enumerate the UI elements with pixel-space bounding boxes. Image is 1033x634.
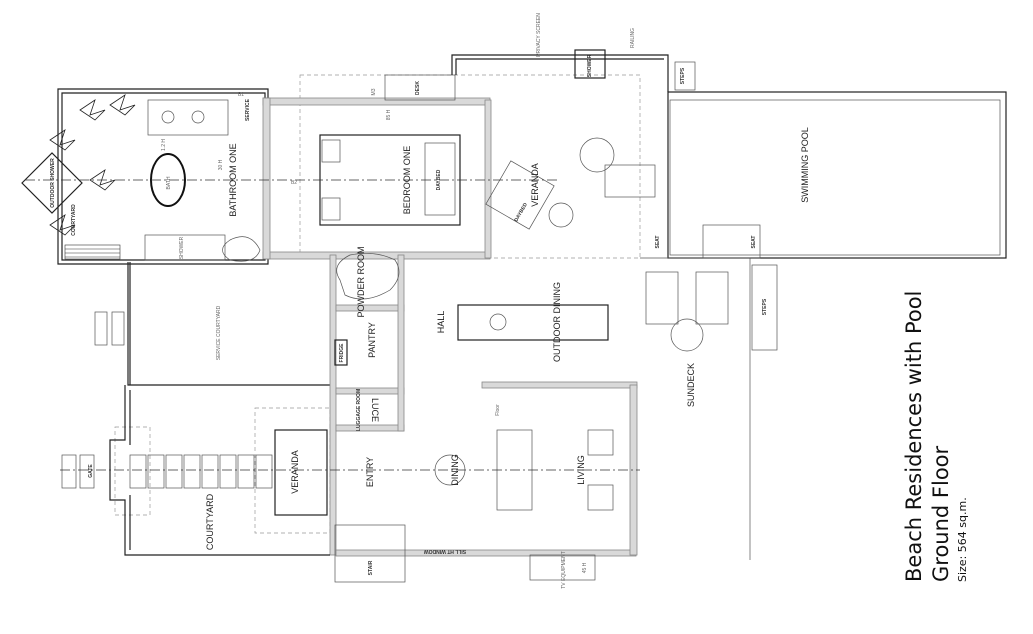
- label-sill-window: SILL HT WINDOW: [424, 548, 466, 554]
- tag-85h: 85 H: [386, 109, 392, 120]
- label-swimming-pool: SWIMMING POOL: [800, 127, 810, 203]
- label-hall: HALL: [436, 311, 446, 334]
- label-service: SERVICE: [245, 98, 251, 121]
- label-seat-1: SEAT: [655, 236, 661, 249]
- outdoor-dining-table: [457, 304, 609, 341]
- bathroom-wing: [21, 88, 269, 265]
- swimming-pool: [667, 91, 1007, 259]
- tv-equipment: [529, 554, 596, 581]
- sundeck-area: [640, 257, 778, 560]
- tag-45h: 45 H: [582, 562, 588, 573]
- umbrella: [579, 137, 615, 173]
- label-railing: RAILING: [630, 28, 636, 48]
- label-stair: STAIR: [368, 560, 374, 575]
- outdoor-shower-stall: [574, 49, 606, 79]
- label-desk: DESK: [415, 81, 421, 95]
- plan-title: Beach Residences with Pool: [902, 291, 926, 582]
- label-daybed-veranda: DAYBED: [513, 202, 529, 223]
- label-powder-room: POWDER ROOM: [356, 247, 366, 318]
- steps-lower: [751, 264, 778, 351]
- label-luggage-room: LUGGAGE ROOM: [356, 389, 362, 431]
- stair: [334, 524, 406, 583]
- bedroom: [262, 74, 492, 260]
- label-sundeck: SUNDECK: [686, 363, 696, 407]
- service-wing: [94, 253, 609, 556]
- label-courtyard-front: COURTYARD: [205, 493, 215, 550]
- label-steps-lower: STEPS: [762, 298, 768, 315]
- label-steps-upper: STEPS: [680, 67, 686, 84]
- toilet-alcove: [222, 236, 261, 262]
- label-dining: DINING: [450, 454, 460, 486]
- tag-b2: B2: [291, 180, 297, 186]
- veranda-zone: [254, 407, 331, 534]
- label-bath: BATH: [166, 176, 172, 189]
- outdoor-shower: [21, 152, 83, 214]
- label-outdoor-shower: OUTDOOR SHOWER: [50, 158, 56, 208]
- steps-upper: [674, 61, 696, 91]
- front-veranda: [274, 429, 328, 516]
- label-tv-equipment: TV EQUIPMENT: [561, 551, 567, 589]
- label-gate: GATE: [88, 464, 94, 478]
- tag-floor: Floor: [495, 404, 501, 416]
- front-courtyard: [61, 385, 330, 556]
- label-bedroom-one: BEDROOM ONE: [402, 146, 412, 215]
- label-entry: ENTRY: [365, 457, 375, 487]
- tag-m3: M3: [371, 88, 377, 95]
- label-veranda-front: VERANDA: [290, 450, 300, 494]
- living-block: [334, 381, 638, 583]
- label-fridge: FRIDGE: [339, 343, 345, 363]
- fixture-tags: 1.2 H 30 H 85 H 45 H Floor B1 B2 M3: [161, 88, 588, 573]
- label-pantry: PANTRY: [367, 322, 377, 358]
- title-block: Beach Residences with Pool Ground Floor …: [902, 291, 969, 582]
- label-courtyard-top: COURTYARD: [71, 204, 77, 236]
- veranda-daybed: [485, 160, 555, 230]
- label-bathroom-one: BATHROOM ONE: [228, 143, 238, 216]
- deck: [451, 49, 696, 230]
- label-outdoor-dining: OUTDOOR DINING: [552, 282, 562, 362]
- tag-1-2h: 1.2 H: [161, 139, 167, 151]
- plan-floor: Ground Floor: [929, 445, 953, 582]
- label-seat-2: SEAT: [751, 236, 757, 249]
- palm-plants: [49, 94, 136, 236]
- gate-zone: [114, 426, 151, 516]
- tag-30h: 30 H: [218, 159, 224, 170]
- label-luce: LUCE: [370, 398, 380, 422]
- daybed: [424, 142, 456, 216]
- label-veranda-upper: VERANDA: [530, 163, 540, 207]
- tag-b1: B1: [238, 92, 244, 98]
- room-labels: OUTDOOR SHOWER COURTYARD BATH BATHROOM O…: [50, 13, 810, 589]
- fridge: [334, 339, 348, 366]
- label-shower-outdoor: SHOWER: [587, 54, 593, 77]
- label-living: LIVING: [576, 455, 586, 485]
- label-shower-inner: SHOWER: [179, 236, 185, 259]
- desk: [384, 74, 456, 101]
- label-privacy-screen: PRIVACY SCREEN: [536, 13, 542, 57]
- label-daybed-bedroom: DAYBED: [436, 169, 442, 190]
- powder-room-outline: [336, 253, 400, 300]
- label-service-courtyard: SERVICE COURTYARD: [216, 305, 222, 360]
- plan-size: Size: 564 sq.m.: [956, 497, 969, 582]
